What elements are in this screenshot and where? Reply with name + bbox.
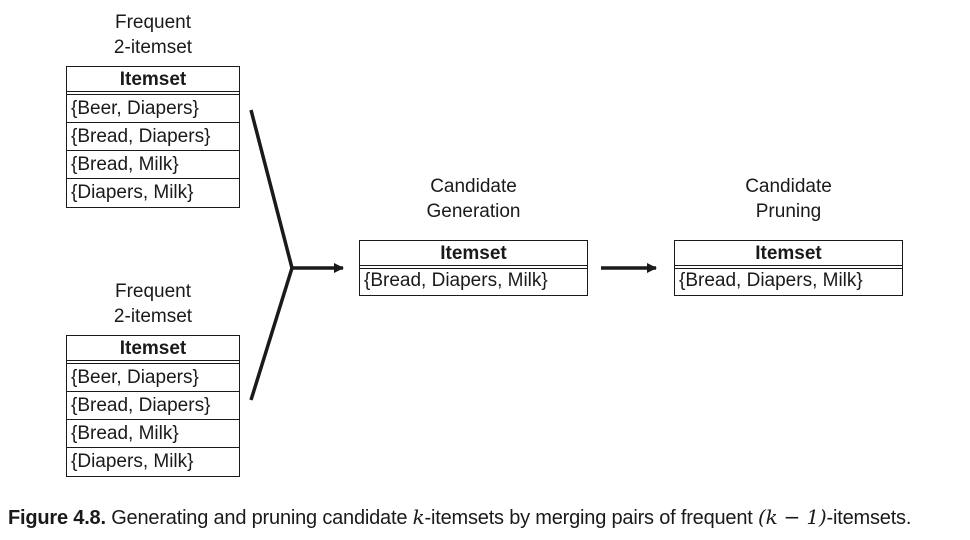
left-top-itemset-table: Itemset {Beer, Diapers} {Bread, Diapers}… [66, 66, 240, 208]
left-top-label: Frequent 2-itemset [113, 12, 193, 58]
figure-caption: Figure 4.8. Generating and pruning candi… [8, 505, 911, 530]
generation-label: Candidate Generation [426, 176, 521, 222]
caption-text-1: Generating and pruning candidate [105, 507, 413, 529]
table-row: {Diapers, Milk} [71, 182, 194, 203]
pruning-itemset-table: Itemset {Bread, Diapers, Milk} [674, 240, 903, 296]
table-row: {Diapers, Milk} [71, 451, 194, 472]
table-header: Itemset [67, 336, 239, 364]
table-row: {Beer, Diapers} [67, 364, 239, 392]
pruning-label: Candidate Pruning [745, 176, 832, 222]
table-header: Itemset [675, 241, 902, 269]
left-bottom-itemset-table: Itemset {Beer, Diapers} {Bread, Diapers}… [66, 335, 240, 477]
left-bottom-label: Frequent 2-itemset [113, 281, 193, 327]
table-row: {Bread, Diapers} [67, 392, 239, 420]
caption-k-minus-1: (k − 1) [758, 505, 827, 529]
table-row: {Bread, Milk} [67, 151, 239, 179]
merge-line-bottom [249, 267, 294, 401]
figure-number: Figure 4.8. [8, 507, 106, 529]
generation-itemset-table: Itemset {Bread, Diapers, Milk} [359, 240, 588, 296]
table-header: Itemset [360, 241, 587, 269]
table-row: {Bread, Diapers, Milk} [679, 270, 863, 291]
table-row: {Bread, Diapers, Milk} [364, 270, 548, 291]
caption-text-2: -itemsets by merging pairs of frequent [424, 507, 758, 529]
merge-line-top [249, 109, 294, 269]
table-row: {Bread, Diapers} [67, 123, 239, 151]
table-row: {Beer, Diapers} [67, 95, 239, 123]
table-row: {Bread, Milk} [67, 420, 239, 448]
caption-text-3: -itemsets. [826, 507, 912, 529]
table-header: Itemset [67, 67, 239, 95]
caption-k: k [412, 505, 425, 529]
